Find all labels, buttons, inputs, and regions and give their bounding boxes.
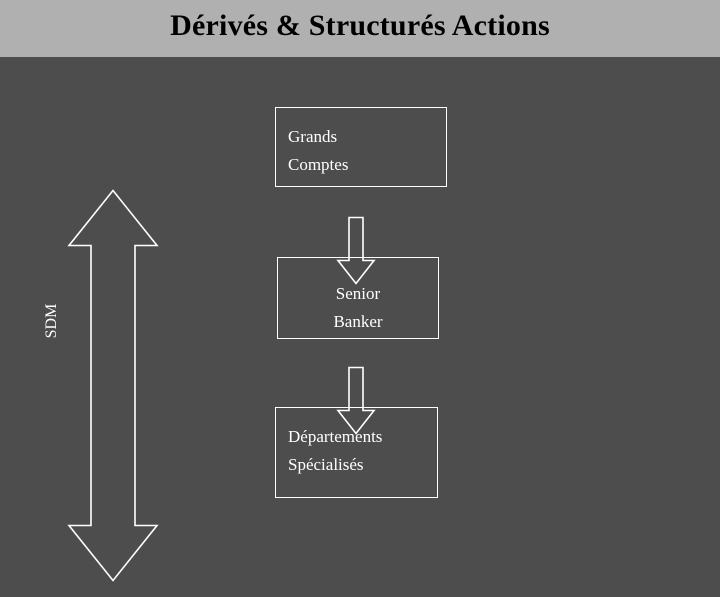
box-grands-comptes[interactable]: Grands Comptes (275, 107, 447, 187)
sdm-label: SDM (43, 303, 60, 339)
box-departements-specialises[interactable]: Départements Spécialisés (275, 407, 438, 498)
box-departements-line2: Spécialisés (288, 455, 364, 474)
slide: Dérivés & Structurés Actions SDM Grands … (0, 0, 720, 582)
box-grands-comptes-line1: Grands (288, 127, 338, 146)
box-senior-banker[interactable]: Senior Banker (277, 257, 439, 339)
box-senior-banker-line1: Senior (335, 284, 381, 303)
title-band (0, 0, 720, 57)
box-departements-line1: Départements (288, 427, 383, 446)
box-grands-comptes-line2: Comptes (288, 155, 349, 174)
sdm-double-arrow-icon (67, 189, 159, 582)
diagram-canvas: SDM Grands Comptes Senior Banker Départe… (0, 57, 720, 582)
box-senior-banker-line2: Banker (333, 312, 383, 331)
page-title: Dérivés & Structurés Actions (170, 9, 550, 42)
